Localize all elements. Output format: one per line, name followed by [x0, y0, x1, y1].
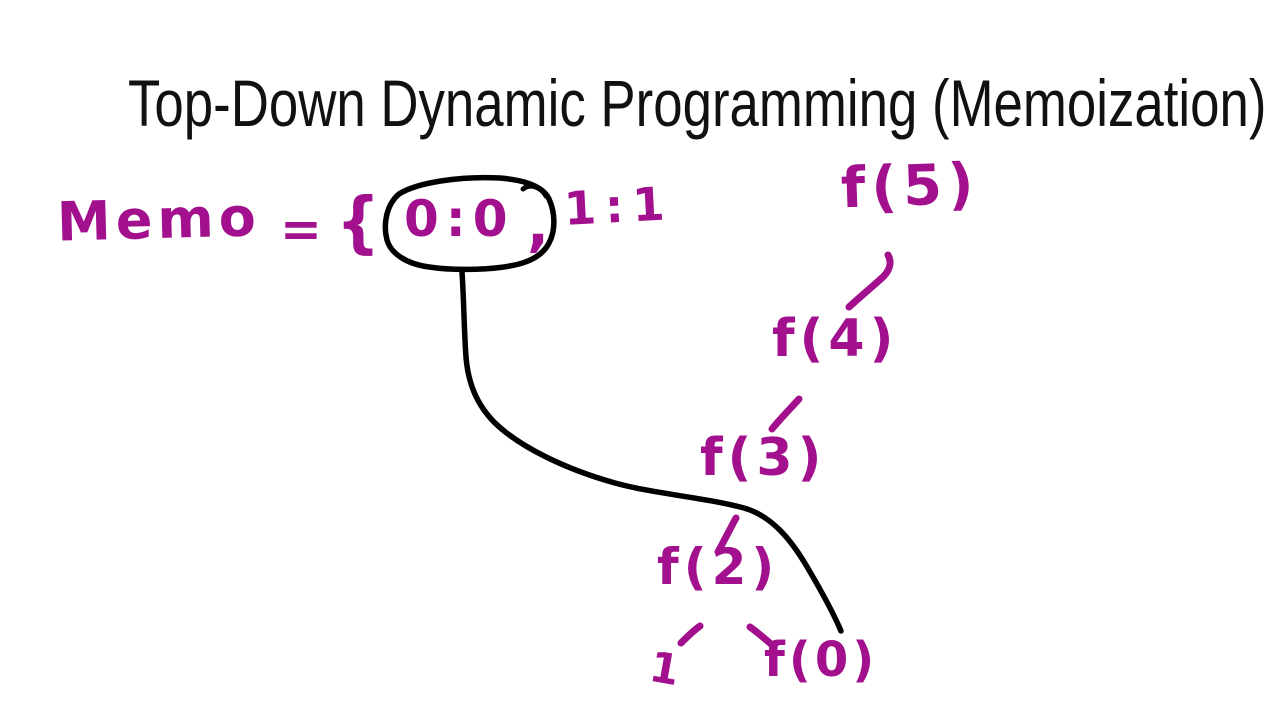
comma: , — [527, 191, 550, 259]
page-title: Top-Down Dynamic Programming (Memoizatio… — [128, 66, 1267, 140]
memo-to-f0-connector-line — [459, 269, 844, 634]
edge-f2-one — [677, 622, 704, 647]
tree-node-f4: f(4) — [772, 309, 899, 369]
tree-node-f0: f(0) — [764, 632, 879, 688]
edge-f2-f0 — [746, 623, 775, 648]
open-brace: { — [336, 182, 381, 262]
memo-label: Memo — [56, 185, 262, 254]
edge-f3-f2 — [714, 514, 740, 556]
edge-f5-f4 — [845, 251, 894, 311]
tree-node-f3: f(3) — [700, 428, 827, 488]
tree-node-f5: f(5) — [839, 151, 981, 222]
circle-overlap-stroke — [520, 183, 549, 199]
memo-entry-circle-annotation — [382, 174, 557, 273]
equals-sign: = — [280, 200, 322, 258]
tree-node-f2: f(2) — [657, 538, 780, 596]
edge-f4-f3 — [768, 395, 803, 433]
memo-entry-0-0: 0:0 — [404, 190, 515, 248]
memo-entry-1-1: 1:1 — [562, 176, 675, 236]
